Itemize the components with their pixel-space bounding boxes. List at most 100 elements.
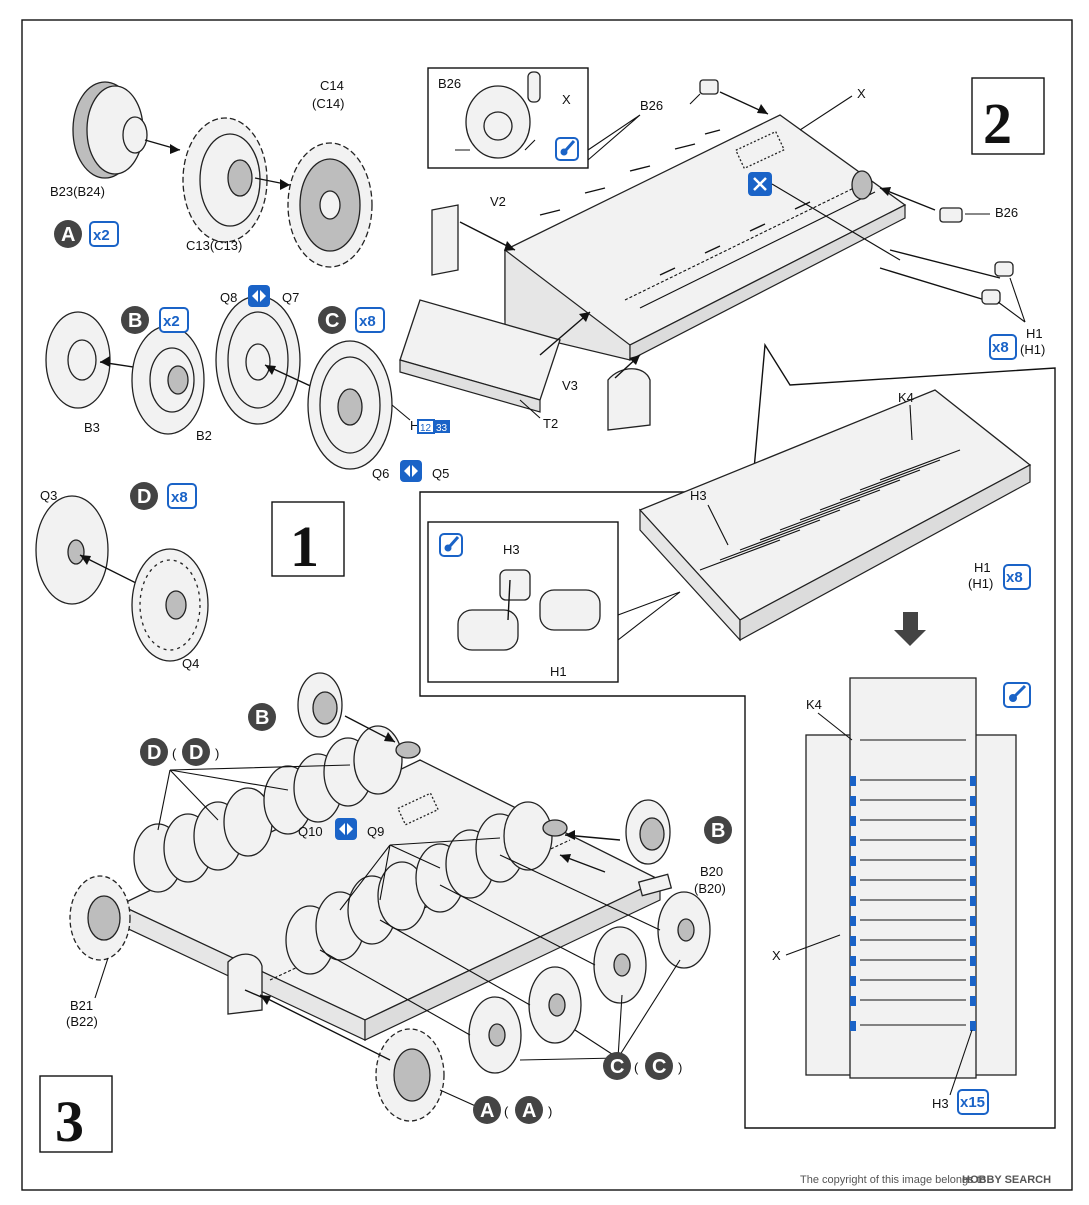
inset-h3-box [427,521,619,683]
badge-d-pair: D ( D ) [140,738,219,766]
label-h1b: H1 [974,560,991,575]
idler-b-top [297,672,396,743]
road-wheels-c-loose [319,854,711,1074]
label-q3: Q3 [40,488,57,503]
part-v3 [607,354,651,431]
label-c14-alt: (C14) [312,96,345,111]
idler-wheel-b2 [131,325,205,435]
torsion-bar-stubs [539,129,811,276]
label-h3: H3 [690,488,707,503]
label-h1b-alt: (H1) [968,576,993,591]
step-2: B26 X [399,67,1056,1129]
inset-leader-lines [587,114,641,161]
label-inset-b26: B26 [438,76,461,91]
wheel-q4 [131,548,209,662]
mirror-icon-q6-q5 [400,460,422,482]
label-q4: Q4 [182,656,199,671]
svg-text:B: B [255,707,269,729]
inset-h3-leader [617,591,681,641]
q-leaders [339,837,501,911]
qty-h1-text: x8 [992,339,1009,356]
label-b23: B23(B24) [50,184,105,199]
svg-text:A: A [480,1100,494,1122]
svg-text:A: A [522,1100,536,1122]
label-inset-h3: H3 [503,542,520,557]
part-b26-right [851,170,963,223]
svg-text:C: C [610,1056,624,1078]
hull-top-view [805,677,1017,1079]
footer: The copyright of this image belongs to H… [800,1174,1051,1186]
step-number-1: 1 [290,514,319,579]
svg-text:D: D [147,742,161,764]
label-v3: V3 [562,378,578,393]
svg-text:x8: x8 [359,313,376,330]
svg-text:x2: x2 [163,313,180,330]
label-t2: T2 [543,416,558,431]
label-q9: Q9 [367,824,384,839]
svg-text:D: D [189,742,203,764]
road-wheel-q8 [215,295,331,425]
inset-h3-detail [457,569,601,651]
qty-h3-text: x15 [960,1094,985,1111]
wheel-q3 [35,495,151,605]
label-q8: Q8 [220,290,237,305]
copyright-text: The copyright of this image belongs to [800,1174,986,1186]
svg-text:33: 33 [436,423,448,434]
glue-icon-inset [555,137,579,161]
qty-h1 [989,334,1017,360]
sprocket-a-loose [259,994,445,1122]
d-leaders [157,764,351,831]
svg-text:B: B [128,310,142,332]
step-3: B D ( D ) Q10 Q9 [39,672,732,1154]
svg-text:(: ( [634,1060,639,1075]
label-k4: K4 [898,390,914,405]
svg-text:): ) [678,1060,682,1075]
step-number-3-box [39,1075,113,1153]
idler-b-right [564,799,671,865]
part-v2 [431,204,516,276]
svg-text:x2: x2 [93,227,110,244]
svg-text:B: B [711,820,725,842]
badge-c: C x8 [318,306,385,334]
label-c13: C13(C13) [186,238,242,253]
label-b20-alt: (B20) [694,881,726,896]
label-b22: (B22) [66,1014,98,1029]
svg-text:A: A [61,224,75,246]
step-number-2-box [971,77,1045,155]
badge-b-top: B [248,703,276,731]
label-k4-bottom: K4 [806,697,822,712]
road-wheel-q6 [307,340,411,470]
glue-icon-top-view [1003,682,1031,708]
part-b26-top [699,79,769,115]
part-h1-arms [879,249,1026,323]
badge-a-pair: A ( A ) [473,1096,552,1124]
label-q6: Q6 [372,466,389,481]
hull-inside-view [638,389,1032,642]
svg-text:C: C [652,1056,666,1078]
svg-text:H: H [410,418,419,433]
sprocket-c14 [287,142,373,268]
label-b20: B20 [700,864,723,879]
sprocket-front [69,875,131,961]
svg-text:D: D [137,486,151,508]
badge-b: B x2 [121,306,189,334]
label-q5: Q5 [432,466,449,481]
label-b26-right: B26 [995,205,1018,220]
label-v2: V2 [490,194,506,209]
watermark: HOBBY SEARCH [962,1174,1051,1186]
step-number-2: 2 [983,91,1012,156]
glue-icon-h3 [439,533,463,557]
badge-c-pair: C ( C ) [603,1052,682,1080]
label-h1-alt: (H1) [1020,342,1045,357]
label-b26-top: B26 [640,98,663,113]
lower-hull [504,114,907,361]
c-leaders [519,959,681,1061]
svg-text:12: 12 [420,423,432,434]
badge-b-right: B [704,816,732,844]
label-inset-x: X [562,92,571,107]
svg-text:): ) [215,746,219,761]
sprocket-c13 [182,117,291,243]
label-b21: B21 [70,998,93,1013]
part-b20 [559,854,673,897]
svg-text:(: ( [504,1104,509,1119]
